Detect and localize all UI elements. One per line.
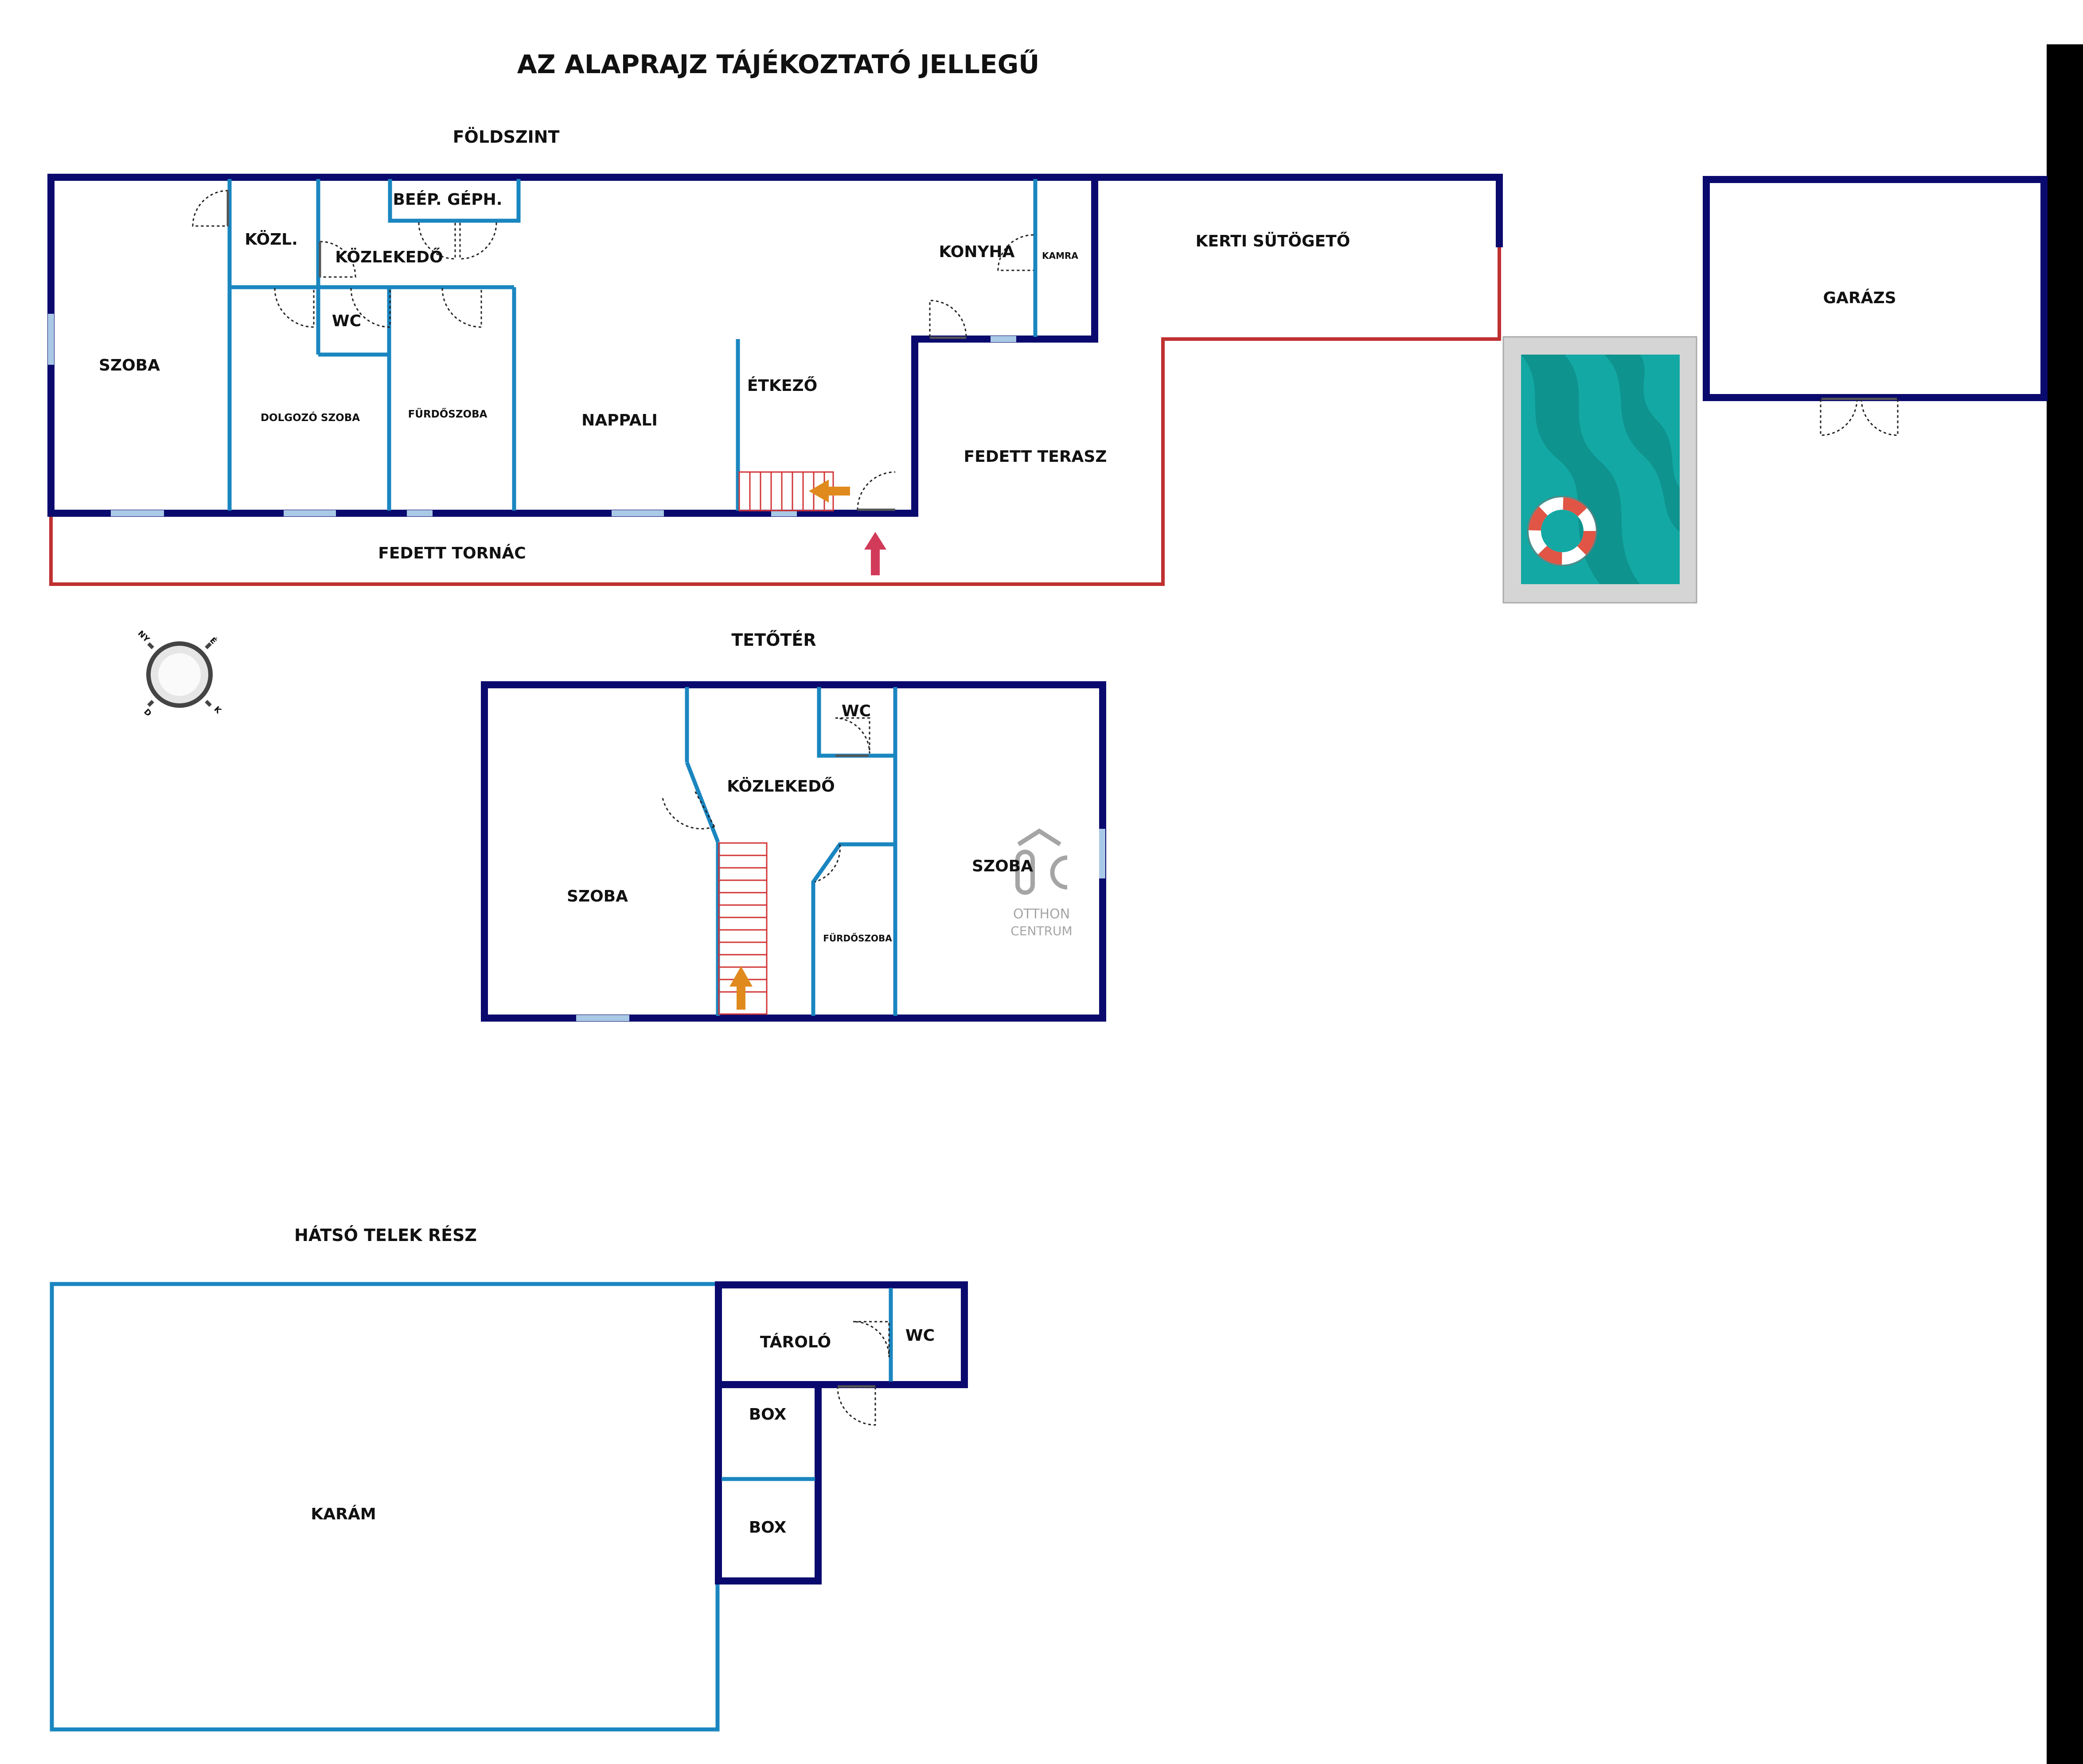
room-label-dolgozo-szoba: DOLGOZÓ SZOBA (261, 411, 360, 424)
right-edge-band (2047, 44, 2083, 1764)
room-label-etkezo: ÉTKEZŐ (747, 376, 817, 395)
stair-arrow-ground (809, 480, 850, 503)
room-label-nappali: NAPPALI (581, 411, 658, 429)
logo-line2: CENTRUM (1010, 924, 1072, 938)
attic-label-kozlekedo: KÖZLEKEDŐ (727, 777, 835, 796)
room-label-konyha: KONYHA (939, 243, 1014, 261)
attic-label-wc: WC (842, 702, 871, 720)
attic-window-right (1099, 829, 1105, 878)
compass-e: K (212, 705, 223, 716)
room-label-kamra: KAMRA (1042, 250, 1078, 261)
room-label-fedett-terasz: FEDETT TERASZ (964, 448, 1107, 466)
back-label-karam: KARÁM (311, 1505, 376, 1523)
attic-label-szoba-right: SZOBA (972, 857, 1033, 875)
back-plot: KARÁM TÁROLÓ WC BOX BOX (50, 1281, 968, 1732)
attic-label-szoba-left: SZOBA (567, 887, 628, 905)
ground-floor: SZOBA KÖZL. KÖZLEKEDŐ BEÉP. GÉPH. WC DOL… (47, 174, 1503, 586)
room-label-kozlekedo: KÖZLEKEDŐ (335, 248, 443, 266)
room-label-garazs: GARÁZS (1823, 289, 1896, 307)
stair-arrow-attic (729, 966, 753, 1010)
back-label-box-1: BOX (749, 1405, 787, 1424)
porch-outline (49, 244, 1501, 586)
compass-w: NY (136, 629, 152, 644)
garage: GARÁZS (1703, 176, 2048, 436)
attic-doors (662, 717, 870, 883)
compass-icon: É NY D K (136, 629, 223, 718)
page-title: AZ ALAPRAJZ TÁJÉKOZTATÓ JELLEGŰ (517, 49, 1040, 79)
room-label-beep-geph: BEÉP. GÉPH. (393, 190, 503, 209)
ground-staircase (738, 471, 850, 511)
level-title-ground: FÖLDSZINT (453, 127, 560, 147)
room-label-wc: WC (332, 312, 361, 330)
ground-interior-walls (227, 179, 1038, 511)
ground-doors (192, 190, 1034, 511)
attic-window-bottom (576, 1015, 629, 1021)
entry-arrow (864, 532, 886, 575)
karam-outline (50, 1282, 720, 1732)
otthon-centrum-logo: OTTHON CENTRUM (1010, 828, 1073, 938)
room-label-kerti-sutogeto: KERTI SÜTÖGETŐ (1196, 232, 1350, 250)
back-label-box-2: BOX (749, 1518, 787, 1537)
room-label-kozl: KÖZL. (245, 230, 298, 249)
back-label-wc: WC (905, 1327, 935, 1345)
back-label-tarolo: TÁROLÓ (760, 1333, 831, 1351)
level-title-back: HÁTSÓ TELEK RÉSZ (294, 1225, 477, 1245)
compass-s: D (142, 707, 153, 718)
logo-line1: OTTHON (1013, 906, 1070, 922)
attic-label-furdoszoba: FÜRDŐSZOBA (823, 933, 892, 944)
level-title-attic: TETŐTÉR (731, 630, 816, 650)
attic-staircase (718, 842, 768, 1015)
ground-windows (48, 314, 1016, 516)
room-label-furdoszoba: FÜRDŐSZOBA (408, 408, 488, 420)
house-exterior-wall (47, 174, 1503, 517)
attic-interior-walls (685, 687, 897, 1016)
attic-floor: OTTHON CENTRUM SZOBA KÖZLEKEDŐ WC FÜRDŐS… (481, 681, 1106, 1022)
pool (1502, 336, 1697, 604)
room-label-szoba: SZOBA (99, 356, 160, 375)
room-label-fedett-tornac: FEDETT TORNÁC (378, 544, 526, 562)
outbuilding (715, 1281, 968, 1584)
